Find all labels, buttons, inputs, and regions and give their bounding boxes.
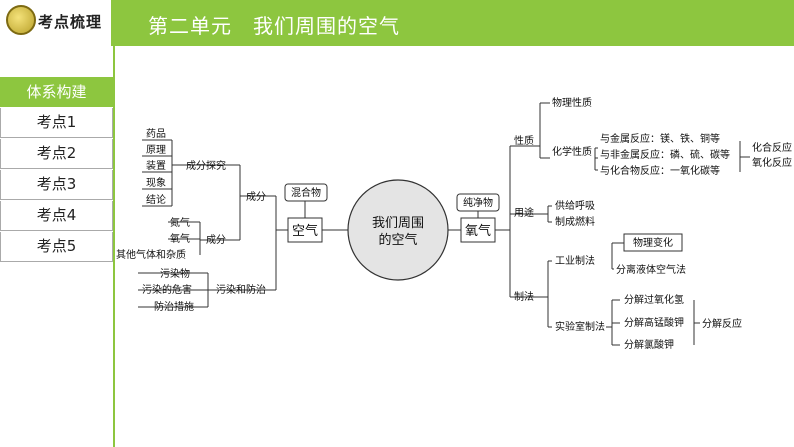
explore-item-3: 装置 bbox=[146, 159, 166, 172]
air-components-label: 成分 bbox=[206, 234, 226, 246]
air-label: 空气 bbox=[292, 223, 318, 239]
logo-badge-icon bbox=[6, 5, 36, 35]
reaction-type-oxidation: 氧化反应 bbox=[752, 156, 792, 169]
component-item-1: 氮气 bbox=[170, 216, 190, 229]
nav-item-point-3[interactable]: 考点3 bbox=[0, 170, 113, 200]
explore-item-5: 结论 bbox=[146, 193, 166, 206]
reaction-metal: 与金属反应：镁、铁、铜等 bbox=[600, 132, 720, 145]
center-label-line1: 我们周围 bbox=[372, 216, 424, 231]
industrial-prep: 工业制法 bbox=[555, 254, 595, 267]
nav-item-point-5[interactable]: 考点5 bbox=[0, 232, 113, 262]
oxygen-tag: 纯净物 bbox=[463, 196, 493, 209]
center-label-line2: 的空气 bbox=[378, 232, 417, 248]
component-item-2: 氧气 bbox=[170, 232, 190, 245]
lab-method-2: 分解高锰酸钾 bbox=[624, 316, 684, 329]
header-bar bbox=[0, 0, 794, 46]
air-composition-label: 成分 bbox=[246, 191, 266, 203]
explore-item-2: 原理 bbox=[146, 144, 166, 156]
air-node bbox=[287, 217, 323, 243]
air-pollution-label: 污染和防治 bbox=[216, 283, 266, 296]
oxygen-uses-label: 用途 bbox=[514, 206, 534, 219]
physical-property: 物理性质 bbox=[552, 96, 592, 109]
pollution-item-3: 防治措施 bbox=[154, 300, 194, 313]
lab-prep: 实验室制法 bbox=[555, 320, 605, 333]
oxygen-node bbox=[460, 217, 496, 243]
decomposition-reaction: 分解反应 bbox=[702, 317, 742, 330]
center-node bbox=[347, 179, 449, 281]
nav-item-point-2[interactable]: 考点2 bbox=[0, 139, 113, 169]
air-explore-label: 成分探究 bbox=[186, 159, 226, 172]
nav-item-point-1[interactable]: 考点1 bbox=[0, 108, 113, 138]
air-tag-box bbox=[284, 183, 328, 202]
physical-change-box bbox=[623, 233, 683, 252]
air-tag: 混合物 bbox=[291, 186, 321, 199]
oxygen-prep-label: 制法 bbox=[514, 290, 534, 303]
nav-item-point-4[interactable]: 考点4 bbox=[0, 201, 113, 231]
content-frame bbox=[113, 46, 794, 447]
component-item-3: 其他气体和杂质 bbox=[116, 248, 186, 261]
logo: 考点梳理 bbox=[0, 0, 113, 46]
logo-label: 考点梳理 bbox=[38, 13, 103, 31]
reaction-compound: 与化合物反应：一氧化碳等 bbox=[600, 164, 720, 177]
pollution-item-1: 污染物 bbox=[160, 267, 190, 280]
pollution-item-2: 污染的危害 bbox=[142, 283, 192, 296]
nav-item-system[interactable]: 体系构建 bbox=[0, 77, 113, 107]
explore-item-4: 现象 bbox=[146, 177, 166, 189]
connector-lines bbox=[138, 102, 750, 346]
sidebar-nav: 体系构建 考点1 考点2 考点3 考点4 考点5 bbox=[0, 77, 113, 262]
lab-method-3: 分解氯酸钾 bbox=[624, 338, 674, 351]
page-title: 第二单元 我们周围的空气 bbox=[148, 14, 400, 38]
reaction-nonmetal: 与非金属反应：磷、硫、碳等 bbox=[600, 148, 730, 161]
use-item-2: 制成燃料 bbox=[555, 215, 595, 228]
explore-item-1: 药品 bbox=[146, 128, 166, 140]
oxygen-label: 氧气 bbox=[465, 223, 491, 239]
use-item-1: 供给呼吸 bbox=[555, 199, 595, 212]
physical-change: 物理变化 bbox=[633, 236, 673, 249]
chemical-property: 化学性质 bbox=[552, 145, 592, 158]
reaction-type-combination: 化合反应 bbox=[752, 141, 792, 154]
oxygen-properties-label: 性质 bbox=[514, 134, 534, 147]
lab-method-1: 分解过氧化氢 bbox=[624, 293, 684, 306]
industrial-method: 分离液体空气法 bbox=[616, 263, 686, 276]
